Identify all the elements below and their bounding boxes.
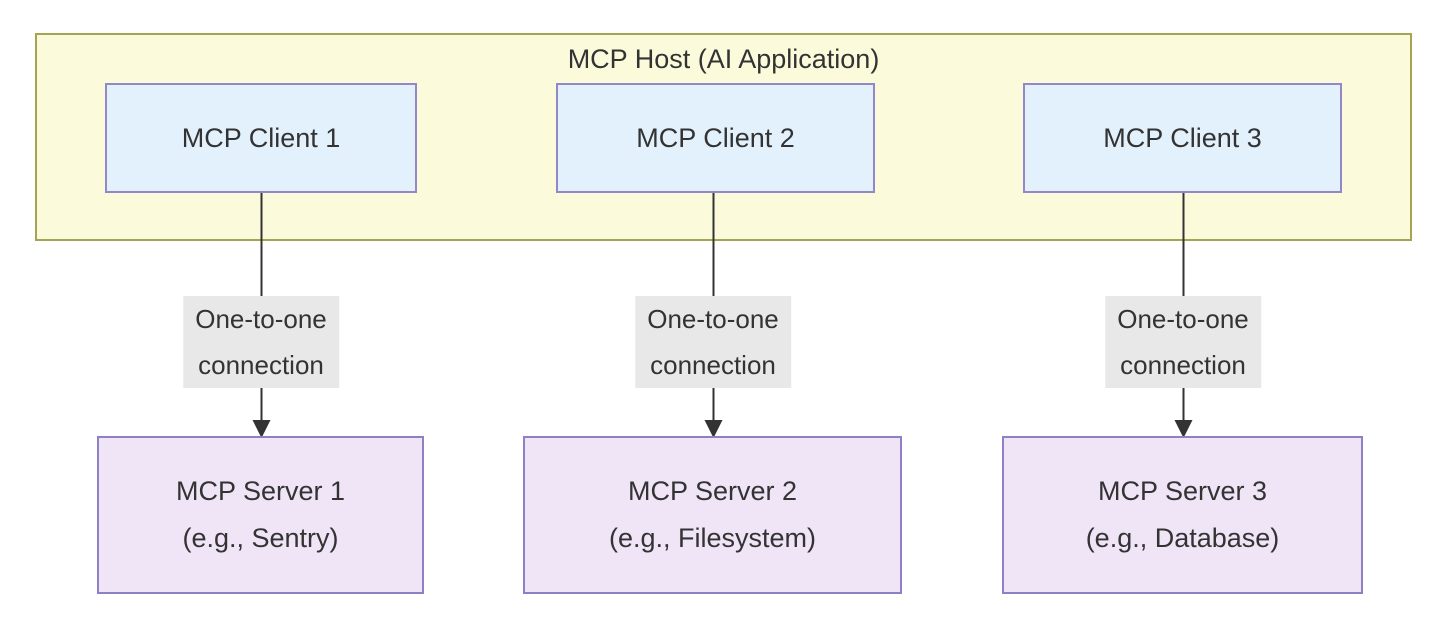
- node-mcp-server-3: MCP Server 3 (e.g., Database): [1002, 436, 1363, 594]
- edge-arrowhead-1: [252, 420, 271, 438]
- node-mcp-client-3: MCP Client 3: [1023, 83, 1342, 193]
- edge-label-one-to-one-2: One-to-one connection: [635, 296, 791, 388]
- edge-label-one-to-one-3: One-to-one connection: [1105, 296, 1261, 388]
- node-mcp-client-2: MCP Client 2: [556, 83, 875, 193]
- edge-label-one-to-one-1: One-to-one connection: [183, 296, 339, 388]
- node-mcp-client-1: MCP Client 1: [105, 83, 417, 193]
- node-mcp-server-1: MCP Server 1 (e.g., Sentry): [97, 436, 424, 594]
- mcp-host-label: MCP Host (AI Application): [567, 44, 880, 74]
- edge-arrowhead-3: [1174, 420, 1193, 438]
- edge-arrowhead-2: [704, 420, 723, 438]
- node-mcp-server-2: MCP Server 2 (e.g., Filesystem): [523, 436, 902, 594]
